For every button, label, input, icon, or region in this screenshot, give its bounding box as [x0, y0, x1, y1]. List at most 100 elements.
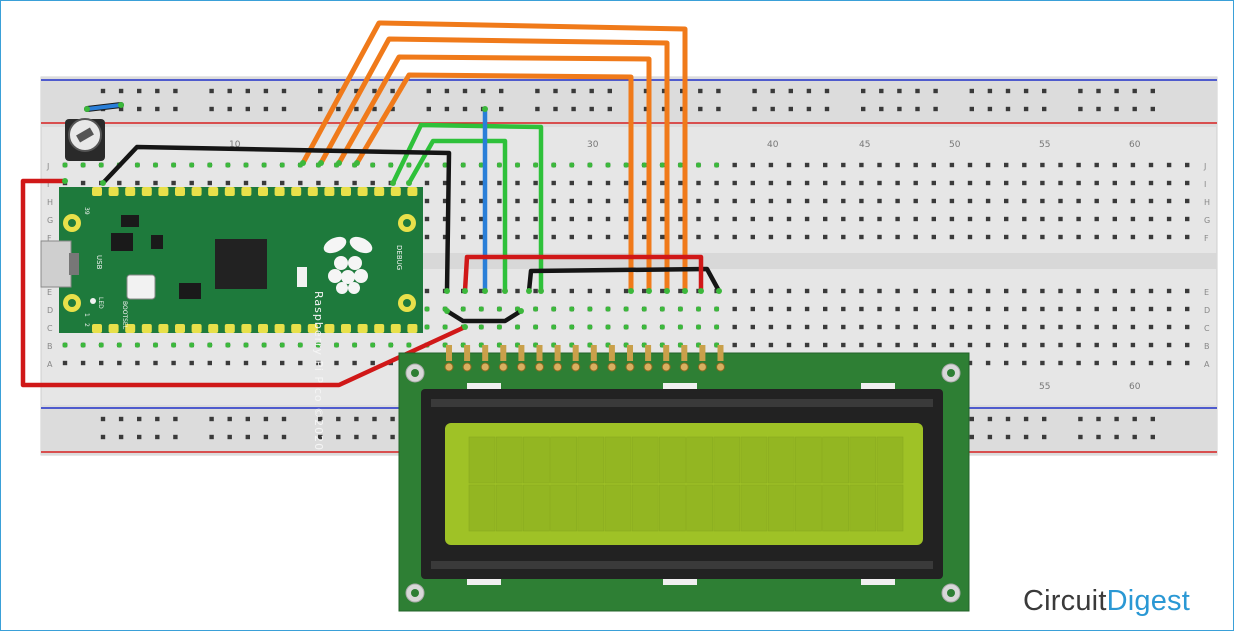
mounting-hole-inner: [403, 219, 411, 227]
connected-hole: [207, 342, 213, 348]
breadboard-hole: [515, 234, 520, 240]
rail-hole: [716, 88, 721, 94]
lcd-pin-pad: [643, 362, 653, 372]
lcd-bezel-strip: [431, 561, 933, 569]
wire-end-cap: [698, 288, 704, 294]
pico-pin-bottom: [191, 324, 202, 333]
breadboard-hole: [678, 198, 683, 204]
connected-hole: [189, 342, 195, 348]
connected-hole: [116, 342, 122, 348]
breadboard-hole: [479, 180, 484, 186]
pico-pin-bottom: [274, 324, 285, 333]
breadboard-hole: [1004, 288, 1009, 294]
connected-hole: [189, 162, 195, 168]
rail-hole: [263, 416, 269, 422]
breadboard-hole: [714, 180, 719, 186]
breadboard-hole: [913, 216, 918, 222]
breadboard-hole: [1076, 360, 1081, 366]
lcd-tab: [467, 383, 501, 389]
column-label: 50: [949, 140, 961, 150]
breadboard-hole: [1040, 162, 1045, 168]
connected-hole: [714, 306, 720, 312]
rail-hole: [1150, 88, 1155, 94]
lcd-pin-pad: [498, 362, 508, 372]
rail-hole: [318, 106, 323, 112]
breadboard-hole: [1040, 234, 1045, 240]
breadboard-hole: [714, 234, 719, 240]
wire-end-cap: [84, 106, 90, 112]
wires-red: [20, 178, 704, 388]
rail-hole: [155, 88, 160, 94]
rail-hole: [752, 106, 757, 112]
breadboard-hole: [949, 342, 955, 348]
breadboard-hole: [642, 216, 647, 222]
connected-hole: [623, 324, 629, 330]
breadboard-hole: [768, 216, 774, 222]
breadboard-hole: [750, 180, 755, 186]
lcd-character-cell: [849, 484, 877, 532]
breadboard-hole: [370, 360, 375, 366]
breadboard-hole: [1185, 216, 1190, 222]
pico-pin-bottom: [390, 324, 401, 333]
row-labels-right: J I H G F E D C B A: [1203, 162, 1210, 369]
lcd-pin-pad: [716, 362, 725, 372]
rail-hole: [897, 106, 902, 112]
column-label-lower: 55: [1039, 382, 1050, 392]
bootsel-label: BOOTSEL: [121, 301, 128, 330]
breadboard-hole: [931, 180, 936, 186]
mounting-hole-inner: [403, 299, 411, 307]
breadboard-hole: [949, 288, 955, 294]
wire-red-long: [20, 178, 468, 388]
row-label: I: [1204, 180, 1206, 189]
breadboard-hole: [768, 342, 774, 348]
breadboard-hole: [931, 288, 936, 294]
column-label: 40: [767, 140, 779, 150]
rail-hole: [209, 416, 214, 422]
potentiometer: [65, 118, 105, 161]
breadboard-hole: [841, 234, 846, 240]
breadboard-hole: [696, 180, 701, 186]
rail-hole: [263, 88, 269, 94]
connected-hole: [587, 306, 593, 312]
pico-pin-top: [291, 187, 302, 196]
breadboard-hole: [551, 288, 556, 294]
breadboard-hole: [587, 198, 593, 204]
rail-hole: [354, 106, 359, 112]
breadboard-hole: [660, 198, 665, 204]
connected-hole: [569, 324, 575, 330]
breadboard-hole: [877, 234, 882, 240]
row-label: J: [1203, 162, 1206, 171]
breadboard-hole: [859, 234, 864, 240]
wire-end-cap: [336, 160, 342, 166]
pico-castellated-pins: [92, 187, 418, 333]
connected-hole: [514, 324, 521, 330]
breadboard-hole: [497, 180, 502, 186]
breadboard-hole: [424, 234, 430, 240]
connected-hole: [261, 162, 267, 168]
breadboard-hole: [931, 234, 936, 240]
breadboard-hole: [895, 288, 900, 294]
rail-hole: [390, 106, 395, 112]
breadboard-hole: [895, 162, 900, 168]
connected-hole: [623, 162, 629, 168]
wire-end-cap: [716, 288, 722, 294]
breadboard-hole: [99, 360, 104, 366]
wire-end-cap: [482, 106, 488, 112]
breadboard-hole: [533, 216, 538, 222]
breadboard-hole: [1166, 288, 1172, 294]
breadboard-hole: [877, 162, 882, 168]
breadboard-hole: [587, 216, 593, 222]
breadboard-hole: [623, 288, 629, 294]
wire-red: [462, 254, 704, 294]
breadboard-hole: [768, 162, 774, 168]
breadboard-hole: [243, 360, 249, 366]
pico-name-label: Raspberry Pi Pico ©2020: [312, 291, 325, 451]
lcd-pin-pad: [553, 362, 563, 372]
breadboard-hole: [732, 234, 737, 240]
breadboard-hole: [804, 162, 810, 168]
breadboard-hole: [1112, 324, 1117, 330]
breadboard-hole: [1166, 306, 1172, 312]
rail-hole: [209, 434, 214, 440]
connected-hole: [152, 162, 159, 168]
